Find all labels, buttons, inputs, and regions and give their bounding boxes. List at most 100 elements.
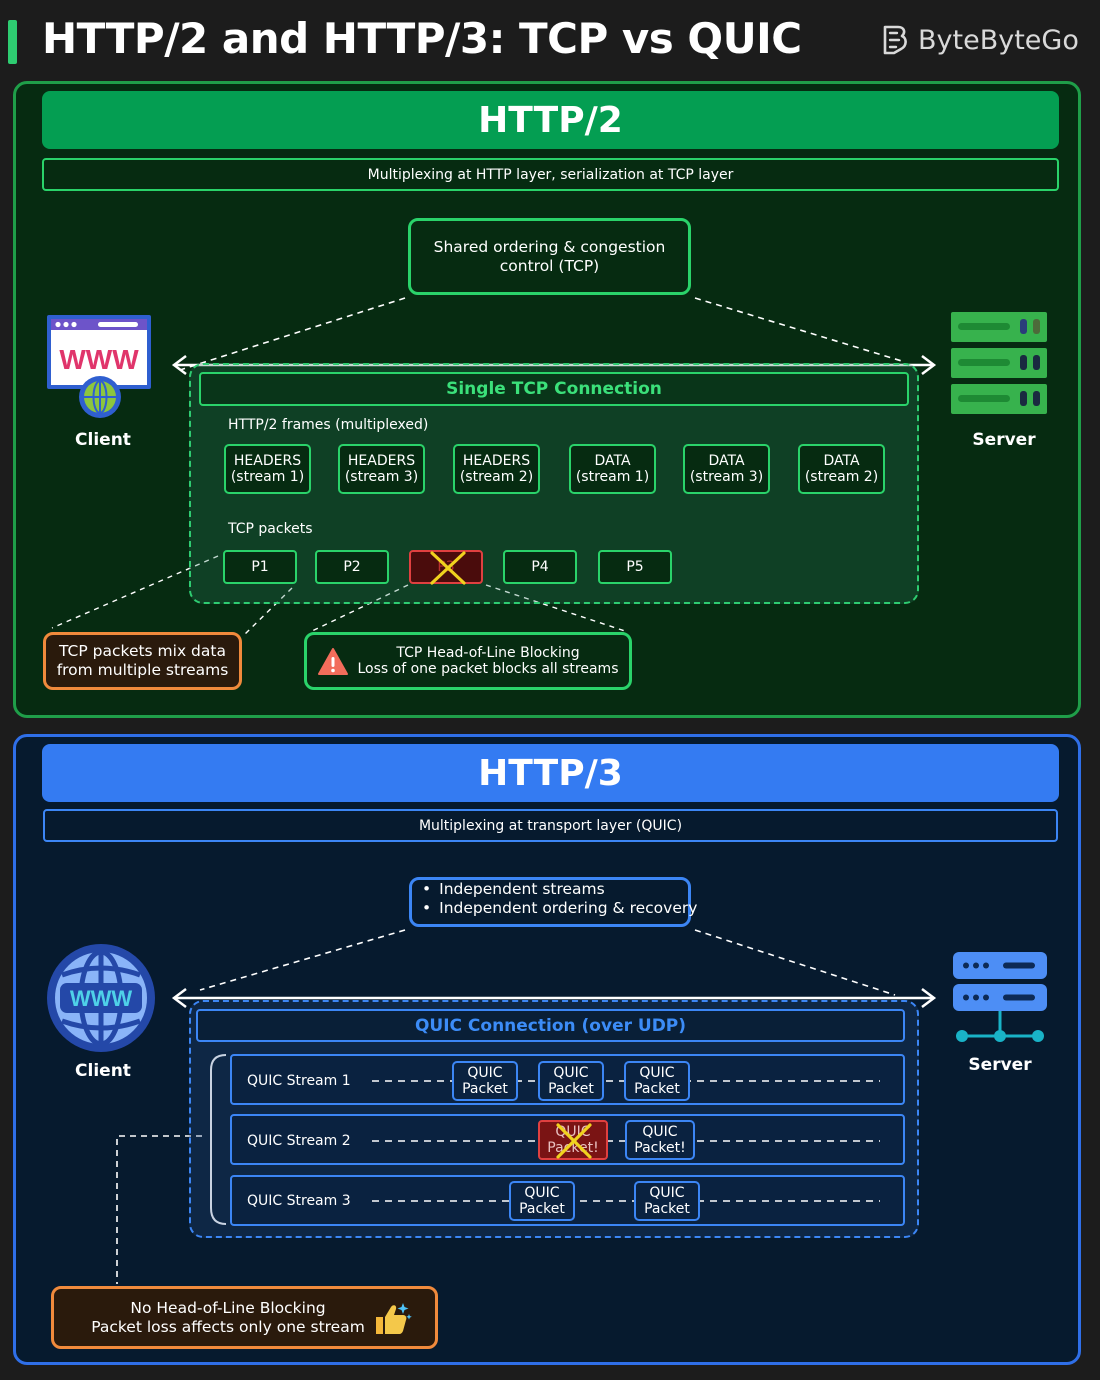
http3-panel [13,734,1081,1365]
frame-type: DATA [708,453,745,469]
http3-client-label: Client [75,1061,131,1081]
frame-stream: (stream 1) [575,469,650,485]
quic-packet: QUIC Packet [509,1181,575,1221]
http2-frame: HEADERS (stream 2) [453,444,540,494]
frame-stream: (stream 3) [344,469,419,485]
quic-packet-line1: QUIC [642,1124,678,1140]
quic-packet-line1: QUIC [467,1065,503,1081]
quic-packet: QUIC Packet [538,1061,604,1101]
quic-packet-line2: Packet! [634,1140,686,1156]
hol-detail: Loss of one packet blocks all streams [357,661,619,677]
no-hol-detail: Packet loss affects only one stream [91,1318,365,1336]
bullets-to-client-connector [199,929,406,991]
http2-connectors [51,297,937,635]
no-hol-text: No Head-of-Line Blocking Packet loss aff… [68,1299,388,1337]
quic-features-box: Independent streams Independent ordering… [409,877,697,927]
bytebytego-logo-icon [883,25,907,55]
http2-client-label: Client [75,430,131,450]
quic-packet: QUIC Packet [634,1181,700,1221]
quic-packet-line2: Packet [548,1081,594,1097]
quic-packet-line2: Packet [644,1201,690,1217]
frame-stream: (stream 3) [689,469,764,485]
no-hol-callout: No Head-of-Line Blocking Packet loss aff… [51,1286,438,1349]
quic-connection-title: QUIC Connection (over UDP) [196,1009,905,1042]
globe-www-text: WWW [70,986,133,1011]
http3-server-label: Server [968,1055,1032,1075]
http2-frame: DATA (stream 1) [569,444,656,494]
hol-connector-right [485,584,629,633]
arrow-head-right [921,355,937,375]
brand-name: ByteByteGo [918,24,1079,56]
http2-frame: HEADERS (stream 3) [338,444,425,494]
browser-www-text: WWW [59,344,139,375]
quic-packet-line1: QUIC [639,1065,675,1081]
frame-type: HEADERS [347,453,416,469]
x-mark-icon [556,1123,592,1159]
http2-server-label: Server [972,430,1036,450]
tcp-packet: P1 [223,550,297,584]
http2-banner: HTTP/2 [42,91,1059,149]
http3-connectors [116,929,937,1284]
hol-connector-left [309,584,409,633]
quic-packet: QUIC Packet [452,1061,518,1101]
packets-label: TCP packets [228,521,313,537]
frame-type: HEADERS [462,453,531,469]
quic-packet-line1: QUIC [555,1124,591,1140]
server-rack-icon [951,312,1047,414]
quic-packet-line2: Packet [462,1081,508,1097]
network-server-icon [953,952,1047,1042]
tcp-connection-title: Single TCP Connection [199,372,909,406]
http2-subtitle: Multiplexing at HTTP layer, serializatio… [42,158,1059,191]
frame-type: DATA [823,453,860,469]
hol-callout: TCP Head-of-Line Blocking Loss of one pa… [304,632,632,690]
quic-stream-label: QUIC Stream 1 [247,1073,351,1089]
tcp-packet-lost: P3 [409,550,483,585]
frame-stream: (stream 2) [459,469,534,485]
no-hol-title: No Head-of-Line Blocking [130,1299,326,1317]
quic-packet-line1: QUIC [553,1065,589,1081]
brand: ByteByteGo [882,22,1079,58]
quic-stream-label: QUIC Stream 3 [247,1193,351,1209]
bullets-to-server-connector [694,929,896,996]
shared-to-client-connector [179,297,406,371]
quic-packet: QUIC Packet! [625,1120,695,1160]
tcp-mix-callout: TCP packets mix data from multiple strea… [43,632,242,690]
quic-stream-label: QUIC Stream 2 [247,1133,351,1149]
arrow-head-left [171,355,187,375]
arrow-head-left [171,988,187,1008]
tcp-packet: P4 [503,550,577,584]
http2-frame: DATA (stream 3) [683,444,770,494]
http2-frame: DATA (stream 2) [798,444,885,494]
shared-to-server-connector [694,297,906,363]
frames-label: HTTP/2 frames (multiplexed) [228,417,429,433]
frame-type: HEADERS [233,453,302,469]
http2-frame: HEADERS (stream 1) [224,444,311,494]
quic-feature-item: Independent ordering & recovery [422,899,697,918]
quic-packet-line1: QUIC [524,1185,560,1201]
quic-packet: QUIC Packet [624,1061,690,1101]
warning-triangle-icon [318,648,348,675]
x-mark-icon [430,551,466,585]
hol-text: TCP Head-of-Line Blocking Loss of one pa… [353,645,623,677]
quic-feature-item: Independent streams [422,880,676,899]
streams-bracket [210,1054,227,1225]
arrow-head-right [921,988,937,1008]
tcp-packet: P5 [598,550,672,584]
title-accent-bar [8,20,17,64]
http3-subtitle: Multiplexing at transport layer (QUIC) [43,809,1058,842]
frame-stream: (stream 1) [230,469,305,485]
quic-packet-line1: QUIC [649,1185,685,1201]
quic-packet-line2: Packet [519,1201,565,1217]
quic-packet-line2: Packet [634,1081,680,1097]
quic-packet-lost: QUIC Packet! [538,1120,608,1160]
thumbs-up-sparkle-icon [376,1303,412,1334]
shared-control-box: Shared ordering & congestion control (TC… [408,218,691,295]
hol-title: TCP Head-of-Line Blocking [396,645,580,661]
globe-www-icon: WWW [47,944,155,1052]
http3-banner: HTTP/3 [42,744,1059,802]
tcp-packet: P2 [315,550,389,584]
mix-connector-2 [244,587,293,635]
browser-window-globe-icon: WWW [47,315,151,418]
page-title: HTTP/2 and HTTP/3: TCP vs QUIC [42,14,802,63]
frame-stream: (stream 2) [804,469,879,485]
